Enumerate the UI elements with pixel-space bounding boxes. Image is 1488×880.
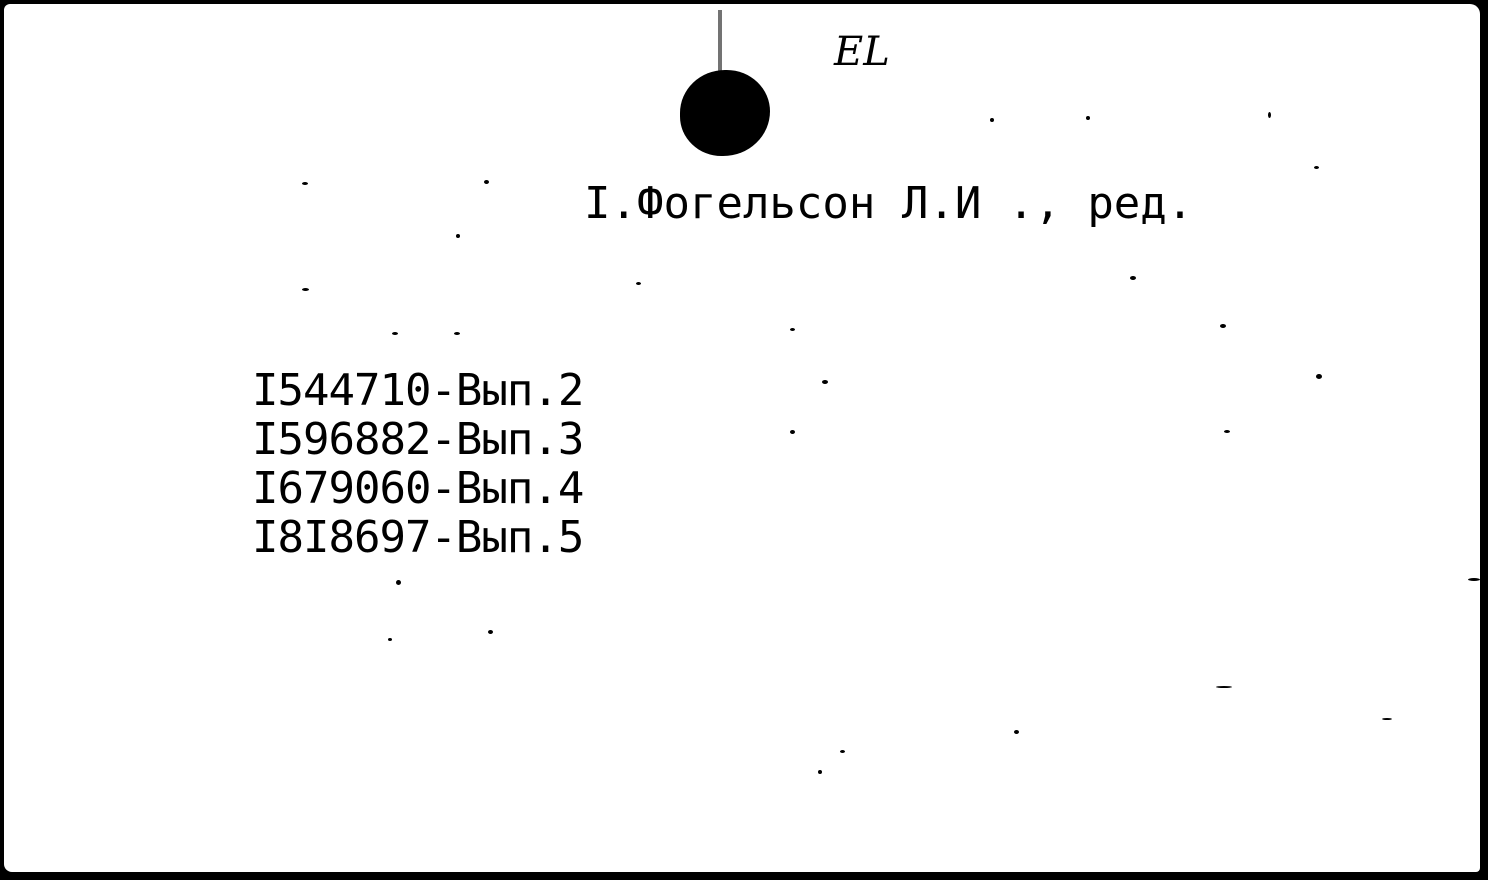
card-heading: I.Фогельсон Л.И ., ред. [584, 178, 1194, 229]
dust-speck [1268, 112, 1271, 118]
dust-speck [790, 328, 795, 331]
dust-speck [1224, 430, 1230, 433]
card-face: EL I.Фогельсон Л.И ., ред. I544710-Вып.2… [4, 4, 1480, 872]
dust-speck [396, 580, 401, 585]
dust-speck [1468, 578, 1480, 581]
dust-speck [790, 430, 795, 434]
dust-speck [1216, 686, 1232, 688]
volume-entry: I8I8697-Вып.5 [252, 512, 584, 563]
volume-entry: I679060-Вып.4 [252, 463, 584, 514]
volume-entry: I544710-Вып.2 [252, 365, 584, 416]
handwritten-mark: EL [834, 29, 890, 75]
dust-speck [822, 380, 828, 384]
dust-speck [454, 332, 460, 335]
dust-speck [1314, 166, 1319, 169]
dust-speck [488, 630, 493, 634]
dust-speck [840, 750, 845, 753]
dust-speck [1220, 324, 1226, 328]
dust-speck [1316, 374, 1322, 379]
dust-speck [1014, 730, 1019, 734]
dust-speck [302, 182, 308, 185]
dust-speck [1130, 276, 1136, 280]
volume-list: I544710-Вып.2 I596882-Вып.3 I679060-Вып.… [252, 365, 584, 563]
dust-speck [484, 180, 489, 184]
dust-speck [636, 282, 641, 285]
volume-entry: I596882-Вып.3 [252, 414, 584, 465]
dust-speck [1086, 116, 1090, 120]
dust-speck [990, 118, 994, 122]
punch-tear-mark [718, 10, 722, 80]
punch-hole [680, 70, 770, 156]
dust-speck [388, 638, 392, 641]
dust-speck [456, 234, 460, 238]
dust-speck [392, 332, 398, 335]
dust-speck [302, 288, 309, 291]
dust-speck [1382, 718, 1392, 720]
dust-speck [818, 770, 822, 774]
